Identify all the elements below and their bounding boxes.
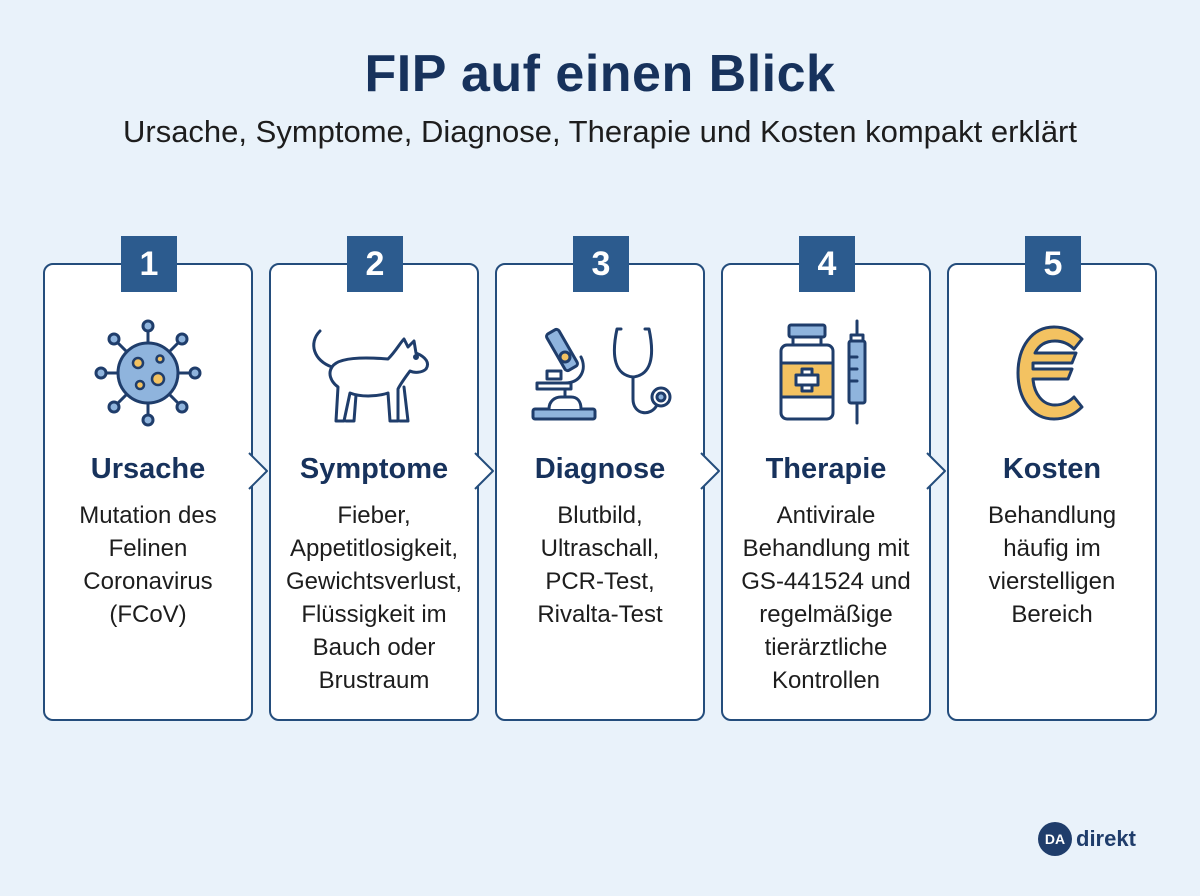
microscope-stethoscope-icon xyxy=(497,317,703,429)
step-number-badge: 4 xyxy=(799,236,855,292)
chevron-right-icon xyxy=(248,452,268,490)
logo-badge: DA xyxy=(1038,822,1072,856)
step-description: Mutation des Felinen Coronavirus (FCoV) xyxy=(79,502,217,628)
step-title: Symptome xyxy=(299,453,449,485)
step-card-diagnose: 3 Diagnose Blutbild, Ultrasch xyxy=(495,236,705,721)
virus-icon xyxy=(45,317,251,429)
chevron-right-icon xyxy=(474,452,494,490)
step-card-kosten: 5 Kosten Behandlung häufig im vierstelli… xyxy=(947,236,1157,721)
step-number-badge: 2 xyxy=(347,236,403,292)
step-title: Kosten xyxy=(1002,453,1102,485)
step-description: Antivirale Behandlung mit GS-441524 und … xyxy=(741,502,911,694)
cat-icon xyxy=(271,317,477,429)
brand-logo[interactable]: DA direkt xyxy=(1038,822,1136,856)
step-number-badge: 1 xyxy=(121,236,177,292)
logo-text: direkt xyxy=(1076,826,1136,851)
step-number-badge: 3 xyxy=(573,236,629,292)
step-description: Behandlung häufig im vierstelligen Berei… xyxy=(987,502,1117,628)
step-card-symptome: 2 Symptome Fieber, Appetitlosigkeit, Gew… xyxy=(269,236,479,721)
step-title: Ursache xyxy=(90,453,206,485)
step-description: Blutbild, Ultraschall, PCR-Test, Rivalta… xyxy=(537,502,663,628)
step-description: Fieber, Appetitlosigkeit, Gewichtsverlus… xyxy=(285,502,463,694)
medicine-syringe-icon xyxy=(723,317,929,429)
step-title: Therapie xyxy=(765,453,887,485)
page-subtitle: Ursache, Symptome, Diagnose, Therapie un… xyxy=(122,114,1077,149)
step-card-therapie: 4 Therapie xyxy=(721,236,931,721)
euro-icon xyxy=(949,317,1155,429)
step-card-ursache: 1 xyxy=(43,236,253,721)
chevron-right-icon xyxy=(926,452,946,490)
step-number-badge: 5 xyxy=(1025,236,1081,292)
step-title: Diagnose xyxy=(534,453,666,485)
page-title: FIP auf einen Blick xyxy=(364,45,836,103)
chevron-right-icon xyxy=(700,452,720,490)
